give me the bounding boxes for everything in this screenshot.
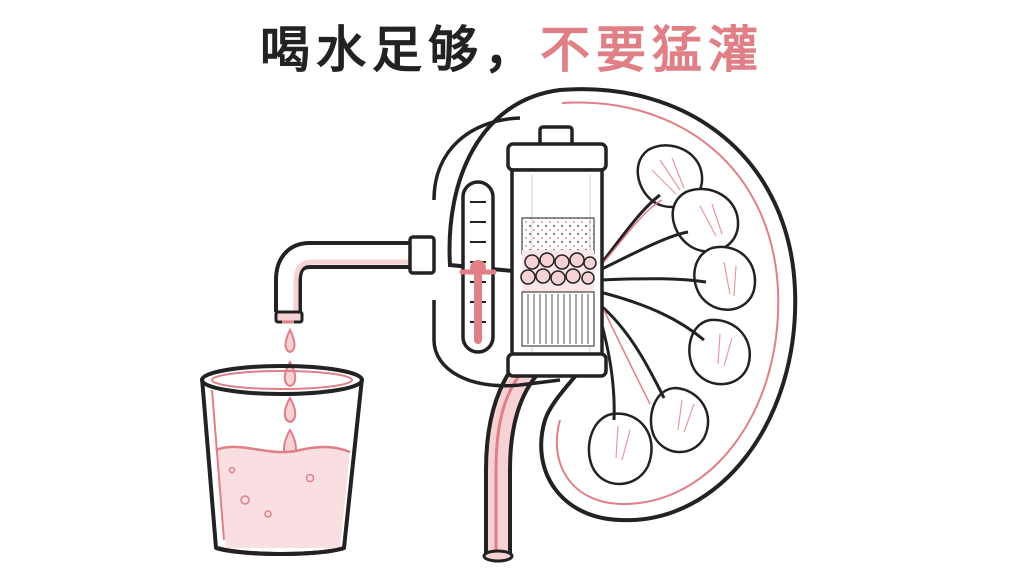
- kidney-calyces: [587, 144, 757, 486]
- filter-cartridge-icon: [506, 125, 608, 378]
- glass-icon: [200, 364, 364, 556]
- page-title: 喝水足够，不要猛灌: [0, 14, 1024, 86]
- faucet-pipe-icon: [274, 235, 436, 324]
- thermometer-gauge-icon: [459, 180, 497, 354]
- title-part-enough-water: 喝水足够，: [260, 21, 540, 79]
- title-part-no-chugging: 不要猛灌: [540, 21, 764, 79]
- renal-pelvis-branches: [598, 193, 707, 421]
